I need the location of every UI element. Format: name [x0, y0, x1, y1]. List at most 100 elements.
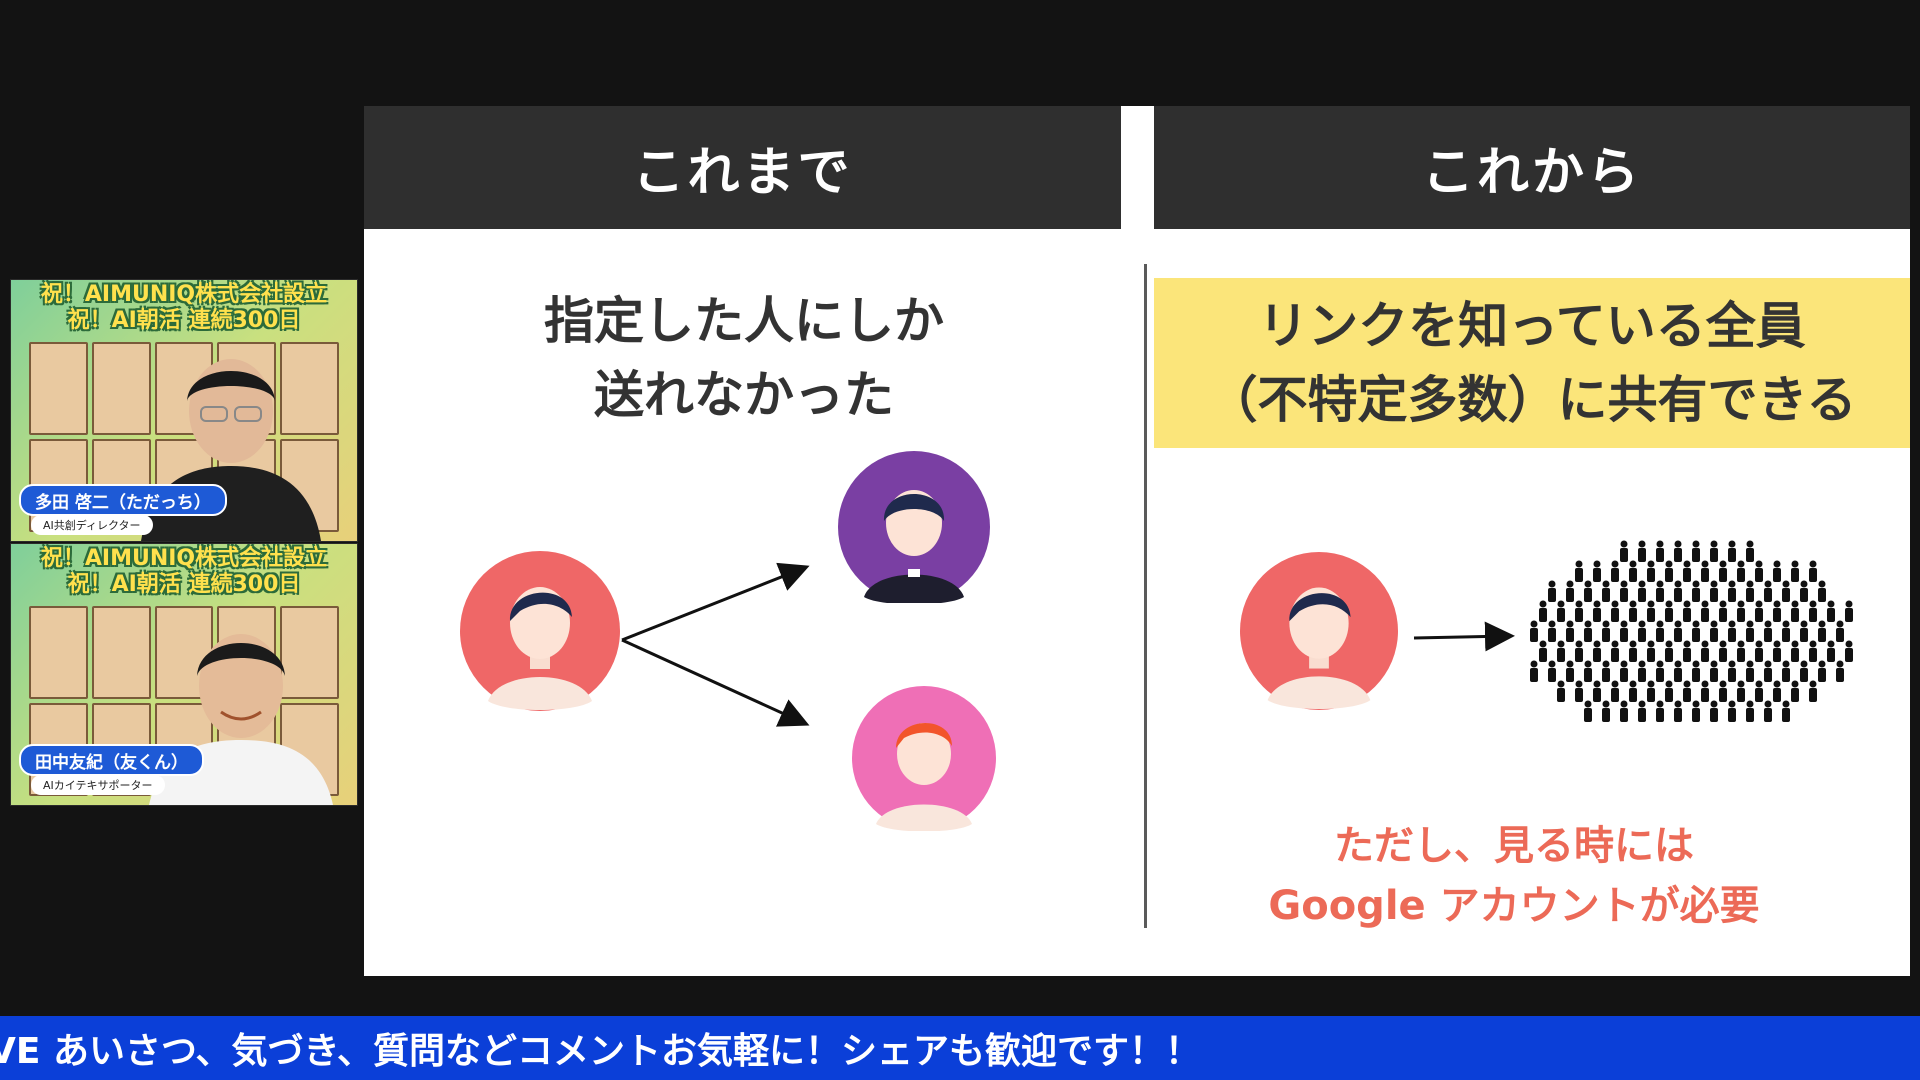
- portrait-illustration: [29, 606, 88, 699]
- presenter-role-tag: AI共創ディレクター: [31, 515, 153, 535]
- crowd-person-body: [1674, 548, 1682, 562]
- crowd-person-body: [1566, 668, 1574, 682]
- crowd-person-head: [1746, 540, 1754, 548]
- presenter-name-tag: 多田 啓二（ただっち）: [19, 484, 227, 516]
- crowd-person-head: [1719, 640, 1727, 648]
- recipient-avatar-2: [852, 686, 996, 831]
- crowd-person-body: [1719, 648, 1727, 662]
- sharer-avatar: [1240, 552, 1398, 710]
- crowd-person-body: [1566, 628, 1574, 642]
- banner-line-2: 祝！AI朝活 連続300日: [67, 572, 301, 597]
- crowd-person-head: [1710, 540, 1718, 548]
- crowd-person-head: [1701, 600, 1709, 608]
- before-header: これまで: [364, 106, 1121, 229]
- crowd-person-body: [1710, 588, 1718, 602]
- crowd-person-body: [1584, 708, 1592, 722]
- crowd-person-body: [1638, 628, 1646, 642]
- crowd-person-body: [1584, 588, 1592, 602]
- crowd-person-body: [1809, 608, 1817, 622]
- crowd-person-head: [1638, 700, 1646, 708]
- crowd-person-head: [1620, 660, 1628, 668]
- crowd-person-body: [1611, 648, 1619, 662]
- crowd-person-body: [1737, 648, 1745, 662]
- crowd-person-body: [1548, 668, 1556, 682]
- webcam-tile-2: 祝！AIMUNIQ株式会社設立 祝！AI朝活 連続300日 田中友紀（友くん） …: [10, 543, 358, 806]
- crowd-person-body: [1701, 688, 1709, 702]
- crowd-person-head: [1557, 600, 1565, 608]
- crowd-person-body: [1710, 628, 1718, 642]
- crowd-person-head: [1719, 600, 1727, 608]
- crowd-person-body: [1674, 708, 1682, 722]
- crowd-person-head: [1692, 620, 1700, 628]
- crowd-person-body: [1647, 648, 1655, 662]
- crowd-person-body: [1656, 628, 1664, 642]
- crowd-person-head: [1575, 600, 1583, 608]
- crowd-person-head: [1665, 560, 1673, 568]
- crowd-person-body: [1638, 548, 1646, 562]
- comment-ticker: VE あいさつ、気づき、質問などコメントお気軽に！シェアも歓迎です！！: [0, 1016, 1920, 1080]
- crowd-person-head: [1755, 680, 1763, 688]
- crowd-person-body: [1539, 648, 1547, 662]
- crowd-person-head: [1728, 580, 1736, 588]
- crowd-person-body: [1719, 608, 1727, 622]
- crowd-person-head: [1566, 660, 1574, 668]
- crowd-person-body: [1683, 648, 1691, 662]
- crowd-person-body: [1800, 588, 1808, 602]
- crowd-person-body: [1575, 648, 1583, 662]
- arrow-to-recipient-2: [621, 638, 810, 727]
- crowd-person-head: [1809, 640, 1817, 648]
- after-highlight-line-2: （不特定多数）に共有できる: [1207, 371, 1857, 429]
- crowd-person-head: [1728, 660, 1736, 668]
- crowd-person-head: [1818, 660, 1826, 668]
- after-highlight-line-1: リンクを知っている全員: [1258, 297, 1806, 355]
- crowd-person-head: [1737, 560, 1745, 568]
- crowd-person-head: [1656, 620, 1664, 628]
- crowd-person-head: [1728, 700, 1736, 708]
- before-description-line-1: 指定した人にしか: [544, 292, 944, 350]
- crowd-person-head: [1674, 540, 1682, 548]
- crowd-person-head: [1782, 580, 1790, 588]
- crowd-person-head: [1782, 700, 1790, 708]
- portrait-illustration: [91, 342, 151, 435]
- crowd-person-head: [1764, 620, 1772, 628]
- crowd-person-body: [1602, 628, 1610, 642]
- crowd-person-head: [1755, 600, 1763, 608]
- crowd-person-head: [1683, 680, 1691, 688]
- crowd-person-head: [1773, 680, 1781, 688]
- crowd-person-body: [1755, 568, 1763, 582]
- crowd-person-head: [1530, 620, 1538, 628]
- crowd-person-head: [1809, 560, 1817, 568]
- crowd-person-head: [1800, 580, 1808, 588]
- crowd-person-body: [1782, 628, 1790, 642]
- portrait-illustration: [280, 342, 339, 435]
- webcam-banner: 祝！AIMUNIQ株式会社設立 祝！AI朝活 連続300日: [11, 282, 357, 334]
- crowd-person-body: [1764, 588, 1772, 602]
- crowd-person-body: [1773, 648, 1781, 662]
- crowd-person-head: [1593, 560, 1601, 568]
- crowd-person-head: [1539, 640, 1547, 648]
- crowd-person-body: [1728, 628, 1736, 642]
- crowd-person-body: [1809, 688, 1817, 702]
- crowd-person-body: [1584, 668, 1592, 682]
- crowd-person-head: [1584, 700, 1592, 708]
- crowd-person-head: [1611, 560, 1619, 568]
- presenter-silhouette: [149, 634, 333, 805]
- crowd-person-head: [1566, 580, 1574, 588]
- crowd-person-head: [1683, 640, 1691, 648]
- crowd-person-body: [1665, 568, 1673, 582]
- crowd-person-body: [1836, 668, 1844, 682]
- arrow-to-crowd: [1413, 621, 1515, 652]
- crowd-icon: [1530, 540, 1853, 722]
- crowd-person-head: [1728, 540, 1736, 548]
- crowd-person-body: [1791, 608, 1799, 622]
- crowd-person-head: [1836, 620, 1844, 628]
- crowd-person-body: [1575, 608, 1583, 622]
- crowd-person-head: [1818, 620, 1826, 628]
- crowd-person-head: [1746, 620, 1754, 628]
- crowd-person-body: [1530, 628, 1538, 642]
- crowd-person-body: [1737, 608, 1745, 622]
- crowd-person-head: [1656, 700, 1664, 708]
- sender-avatar: [460, 551, 620, 711]
- crowd-person-body: [1791, 568, 1799, 582]
- crowd-person-body: [1701, 648, 1709, 662]
